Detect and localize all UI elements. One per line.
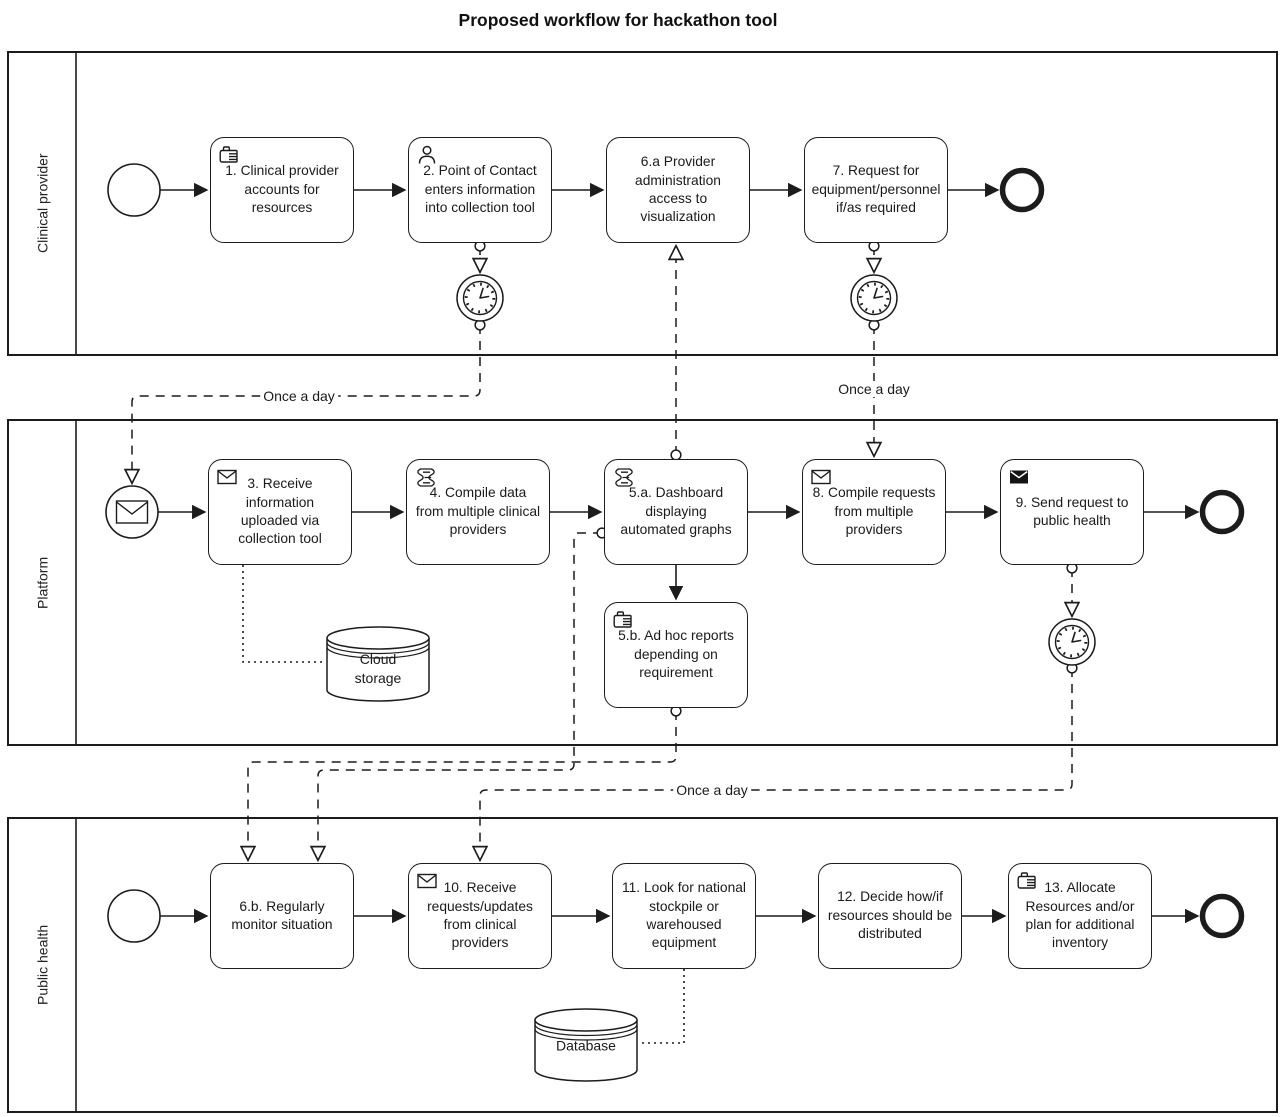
task-4-compile-data: 4. Compile data from multiple clinical p… <box>406 459 550 565</box>
task-label: 7. Request for equipment/personnel if/as… <box>811 163 941 216</box>
lane-label-public-health: Public health <box>34 924 51 1006</box>
task-6a-provider-administration: 6.a Provider administration access to vi… <box>606 137 750 243</box>
end-event-clinical <box>999 167 1045 213</box>
association-task3-to-cloud-storage <box>242 565 325 663</box>
task-label: 11. Look for national stockpile or wareh… <box>621 880 746 951</box>
once-a-day-label-1: Once a day <box>260 388 338 404</box>
database-datastore <box>534 1008 638 1082</box>
task-13-allocate-resources: 13. Allocate Resources and/or plan for a… <box>1008 863 1152 969</box>
timer-event-icon <box>455 273 505 323</box>
association-task11-to-database <box>639 969 685 1044</box>
cloud-storage-datastore <box>326 626 430 702</box>
task-label: 5.a. Dashboard displaying automated grap… <box>620 485 732 538</box>
task-label: 10. Receive requests/updates from clinic… <box>427 880 533 951</box>
lane-label-platform: Platform <box>34 556 51 609</box>
script-task-icon <box>417 468 435 487</box>
database-label: Database <box>556 1037 616 1054</box>
task-label: 2. Point of Contact enters information i… <box>423 163 537 216</box>
receive-message-icon <box>217 469 237 485</box>
task-3-receive-information: 3. Receive information uploaded via coll… <box>208 459 352 565</box>
task-5a-dashboard: 5.a. Dashboard displaying automated grap… <box>604 459 748 565</box>
task-label: 12. Decide how/if resources should be di… <box>827 889 953 942</box>
receive-message-icon <box>417 873 437 889</box>
send-message-icon <box>1009 469 1029 485</box>
lane-label-clinical-provider: Clinical provider <box>34 153 51 254</box>
task-label: 8. Compile requests from multiple provid… <box>812 485 936 538</box>
task-11-look-for-stockpile: 11. Look for national stockpile or wareh… <box>612 863 756 969</box>
task-8-compile-requests: 8. Compile requests from multiple provid… <box>802 459 946 565</box>
cloud-storage-label: Cloud storage <box>354 651 402 686</box>
task-5b-ad-hoc-reports: 5.b. Ad hoc reports depending on require… <box>604 602 748 708</box>
cylinder-datastore-icon <box>534 1008 638 1032</box>
message-start-event-platform <box>105 485 159 539</box>
receive-message-icon <box>811 469 831 485</box>
msgflow-timer-to-task10-once-a-day <box>480 668 1072 859</box>
task-label: 5.b. Ad hoc reports depending on require… <box>618 628 734 681</box>
manual-task-icon <box>613 611 632 628</box>
task-label: 3. Receive information uploaded via coll… <box>238 476 322 547</box>
task-label: 6.b. Regularly monitor situation <box>231 898 333 932</box>
task-label: 13. Allocate Resources and/or plan for a… <box>1025 880 1135 951</box>
task-2-point-of-contact: 2. Point of Contact enters information i… <box>408 137 552 243</box>
task-9-send-request: 9. Send request to public health <box>1000 459 1144 565</box>
cylinder-datastore-icon <box>326 626 430 650</box>
sequence-flows <box>158 182 1200 924</box>
timer-event-icon <box>849 273 899 323</box>
data-associations <box>242 565 685 1044</box>
start-event-public-health <box>107 889 161 943</box>
task-10-receive-requests: 10. Receive requests/updates from clinic… <box>408 863 552 969</box>
task-label: 6.a Provider administration access to vi… <box>635 154 721 225</box>
script-task-icon <box>615 468 633 487</box>
task-1-clinical-provider-accounts: 1. Clinical provider accounts for resour… <box>210 137 354 243</box>
start-event-clinical <box>107 163 161 217</box>
envelope-icon <box>115 500 149 524</box>
task-label: 4. Compile data from multiple clinical p… <box>415 485 541 538</box>
manual-task-icon <box>219 146 238 163</box>
task-label: 9. Send request to public health <box>1015 494 1129 528</box>
user-task-icon <box>418 145 436 165</box>
once-a-day-label-3: Once a day <box>673 782 751 798</box>
task-12-decide-distribution: 12. Decide how/if resources should be di… <box>818 863 962 969</box>
manual-task-icon <box>1017 872 1036 889</box>
end-event-public-health <box>1199 893 1245 939</box>
task-7-request-equipment: 7. Request for equipment/personnel if/as… <box>804 137 948 243</box>
once-a-day-label-2: Once a day <box>835 381 913 397</box>
timer-event-icon <box>1047 617 1097 667</box>
msgflow-task5b-to-task6b <box>248 711 676 859</box>
message-flows <box>132 246 1072 859</box>
end-event-platform <box>1199 489 1245 535</box>
task-6b-regularly-monitor: 6.b. Regularly monitor situation <box>210 863 354 969</box>
task-label: 1. Clinical provider accounts for resour… <box>225 163 339 216</box>
diagram-title: Proposed workflow for hackathon tool <box>458 10 778 30</box>
